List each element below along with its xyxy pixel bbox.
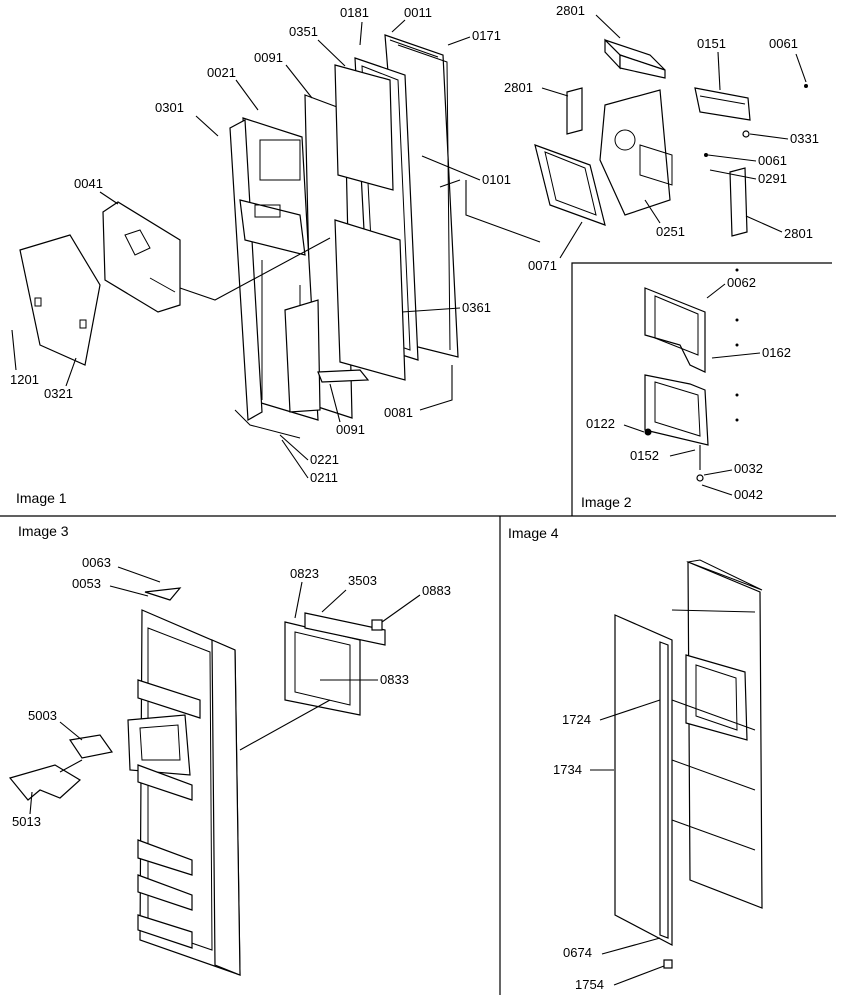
callout-0181: 0181 [340,5,369,20]
callout-0301: 0301 [155,100,184,115]
callout-0251: 0251 [656,224,685,239]
callout-2801-left: 2801 [504,80,533,95]
callout-0071: 0071 [528,258,557,273]
callout-0674: 0674 [563,945,592,960]
callout-0221: 0221 [310,452,339,467]
callout-0291: 0291 [758,171,787,186]
callout-5003: 5003 [28,708,57,723]
callout-0091-top: 0091 [254,50,283,65]
callout-1201: 1201 [10,372,39,387]
image-2-drawing [644,268,739,482]
callout-0162: 0162 [762,345,791,360]
callout-0152: 0152 [630,448,659,463]
callout-0122: 0122 [586,416,615,431]
callout-0061-right: 0061 [758,153,787,168]
panel-title-image-2: Image 2 [581,494,632,510]
callout-0331: 0331 [790,131,819,146]
callout-3503: 3503 [348,573,377,588]
panel-title-image-1: Image 1 [16,490,67,506]
callout-0041: 0041 [74,176,103,191]
panel-frames [0,262,836,995]
image-1-callouts: 0011 0181 0351 0171 0091 0021 0301 0041 … [10,3,819,506]
callout-0063: 0063 [82,555,111,570]
callout-0062: 0062 [727,275,756,290]
callout-1754: 1754 [575,977,604,992]
image-4-drawing [614,559,763,969]
callout-0883: 0883 [422,583,451,598]
image-1-drawing [19,34,808,439]
image-3-callouts: 0063 0053 0823 3503 0883 0833 5003 5013 … [12,523,451,829]
callout-1734: 1734 [553,762,582,777]
callout-0061-top: 0061 [769,36,798,51]
image-4-callouts: 1724 1734 0674 1754 Image 4 [508,525,665,992]
callout-0053: 0053 [72,576,101,591]
callout-2801-top: 2801 [556,3,585,18]
callout-0361: 0361 [462,300,491,315]
image-2-callouts: 0062 0162 0122 0152 0032 0042 Image 2 [581,275,791,510]
callout-0011: 0011 [404,5,432,20]
callout-0021: 0021 [207,65,236,80]
callout-0042: 0042 [734,487,763,502]
callout-1724: 1724 [562,712,591,727]
callout-0351: 0351 [289,24,318,39]
callout-0101: 0101 [482,172,511,187]
callout-0211: 0211 [310,470,338,485]
callout-5013: 5013 [12,814,41,829]
callout-0151: 0151 [697,36,726,51]
callout-2801-right: 2801 [784,226,813,241]
callout-0823: 0823 [290,566,319,581]
callout-0833: 0833 [380,672,409,687]
callout-0321: 0321 [44,386,73,401]
callout-0032: 0032 [734,461,763,476]
callout-0091-bottom: 0091 [336,422,365,437]
callout-0081: 0081 [384,405,413,420]
panel-title-image-4: Image 4 [508,525,559,541]
callout-0171: 0171 [472,28,501,43]
image-3-drawing [8,587,386,976]
panel-title-image-3: Image 3 [18,523,69,539]
